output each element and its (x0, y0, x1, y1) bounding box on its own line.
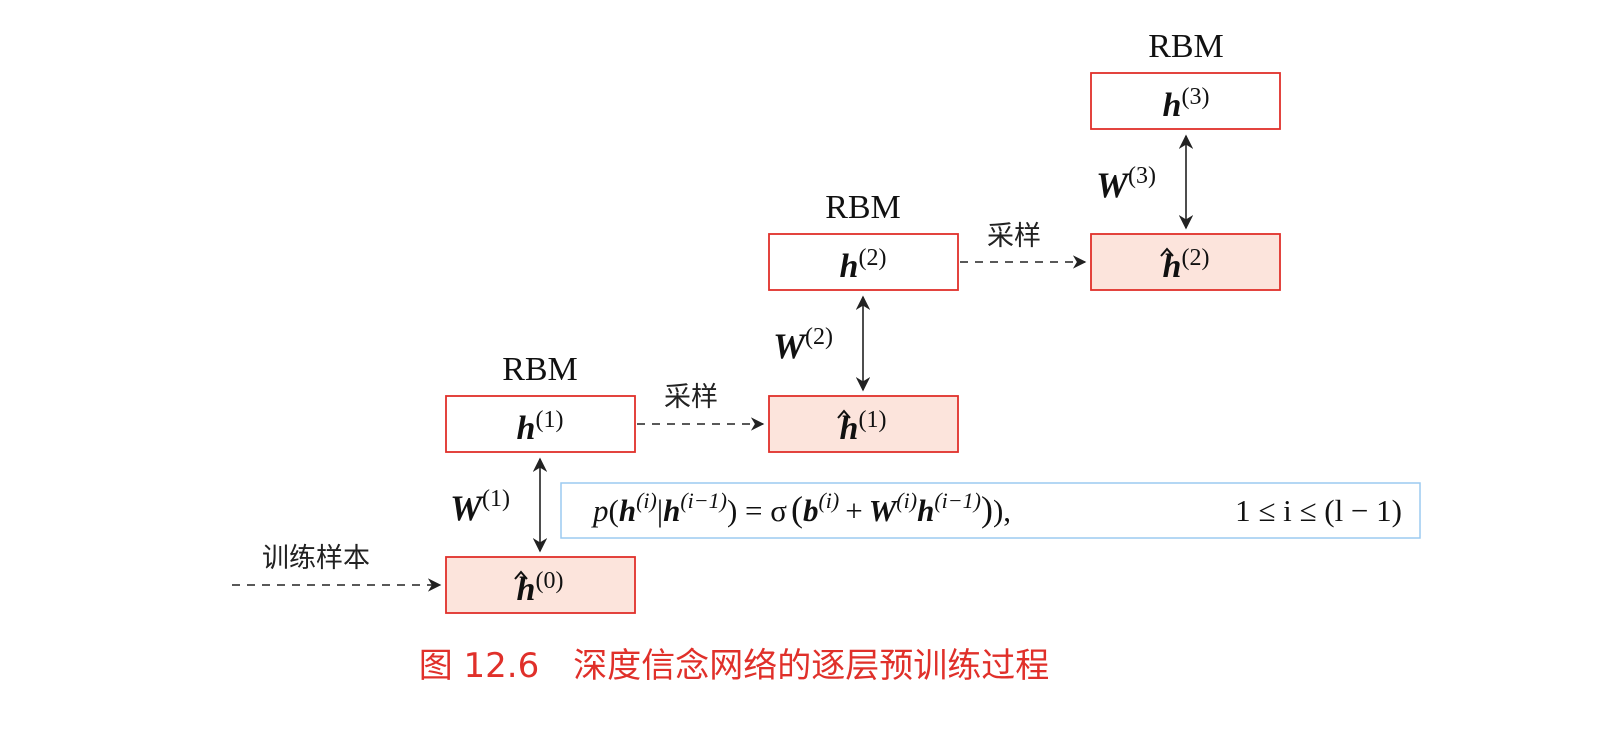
formula-box (560, 482, 1421, 539)
node-h2hat-base: h (1163, 248, 1182, 285)
hat-mark-icon (1160, 247, 1174, 257)
node-h0hat-box (445, 556, 636, 614)
node-h1hat-box (768, 395, 959, 453)
node-h0hat-sup: (0) (535, 568, 563, 594)
node-h3-box (1090, 72, 1281, 130)
sample-label-1: 采样 (664, 382, 718, 413)
node-h0hat: h(0) (445, 556, 636, 614)
svg-text:h(0): h(0) (517, 568, 564, 608)
rbm-label-1: RBM (502, 351, 578, 388)
weight-label-1: W(1) (450, 486, 510, 528)
node-h3-sup: (3) (1181, 84, 1209, 110)
node-h2-box (768, 233, 959, 291)
svg-text:h(3): h(3) (1163, 84, 1210, 124)
node-h0hat-base: h (517, 571, 536, 608)
formula-range: 1 ≤ i ≤ (l − 1) (1235, 493, 1402, 528)
train-samples-label: 训练样本 (262, 543, 370, 574)
node-h1-sup: (1) (535, 407, 563, 433)
node-h1hat-sup: (1) (858, 407, 886, 433)
rbm-label-2: RBM (825, 189, 901, 226)
node-h2-base: h (840, 248, 859, 285)
node-h2hat-sup: (2) (1181, 245, 1209, 271)
node-h1-box (445, 395, 636, 453)
hat-mark-icon (837, 409, 851, 419)
weight-label-3: W(3) (1096, 163, 1156, 205)
formula: p(h(i)|h(i−1)) = σ(b(i)+W(i)h(i−1))), (591, 488, 1011, 529)
svg-text:h(2): h(2) (840, 245, 887, 285)
figure-caption: 图 12.6 深度信念网络的逐层预训练过程 (419, 646, 1050, 686)
node-h2hat-box (1090, 233, 1281, 291)
node-h2: h(2) (768, 233, 959, 291)
weight-label-2: W(2) (773, 324, 833, 366)
node-h1: h(1) (445, 395, 636, 453)
node-h2-sup: (2) (858, 245, 886, 271)
svg-text:h(1): h(1) (517, 407, 564, 447)
node-h2hat: h(2) (1090, 233, 1281, 291)
svg-text:h(2): h(2) (1163, 245, 1210, 285)
svg-text:h(1): h(1) (840, 407, 887, 447)
node-h3-base: h (1163, 87, 1182, 124)
node-h1hat: h(1) (768, 395, 959, 453)
sample-label-2: 采样 (987, 221, 1041, 252)
node-h1-base: h (517, 410, 536, 447)
node-h3: h(3) (1090, 72, 1281, 130)
rbm-label-3: RBM (1148, 28, 1224, 65)
node-h1hat-base: h (840, 410, 859, 447)
hat-mark-icon (514, 570, 528, 580)
